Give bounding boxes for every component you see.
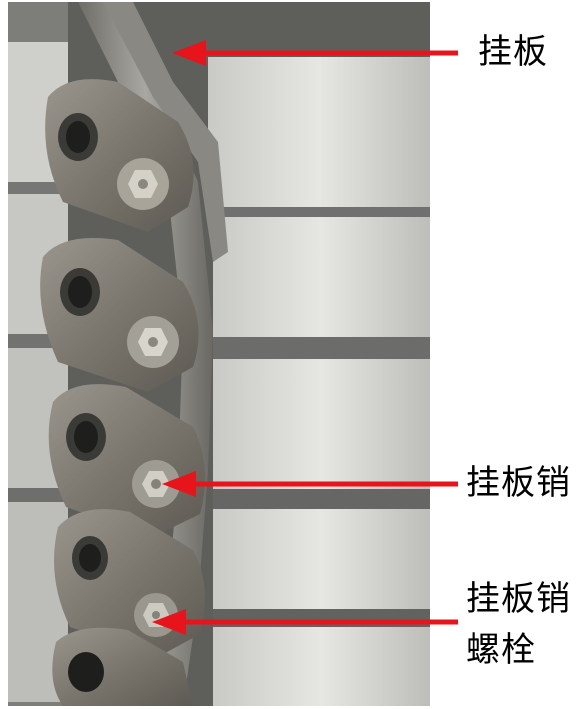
hanging-plate-5 — [52, 627, 193, 706]
upper-hook — [103, 2, 228, 262]
label-hanging-plate: 挂板 — [478, 32, 548, 72]
bolt-3 — [132, 460, 180, 508]
arrow-plate-pin — [162, 471, 458, 497]
arrow-hanging-plate — [172, 40, 458, 66]
brick-stack — [8, 42, 430, 706]
label-pin-bolt-line2: 螺栓 — [466, 630, 536, 670]
photo-hanging-plate-assembly — [8, 2, 430, 706]
bolt-2 — [127, 316, 179, 368]
photo-illustration — [8, 2, 430, 706]
arrow-pin-bolt — [152, 609, 458, 635]
label-pin-bolt-line1: 挂板销 — [466, 579, 571, 619]
bolt-1 — [117, 158, 169, 210]
label-plate-pin: 挂板销 — [466, 463, 571, 503]
